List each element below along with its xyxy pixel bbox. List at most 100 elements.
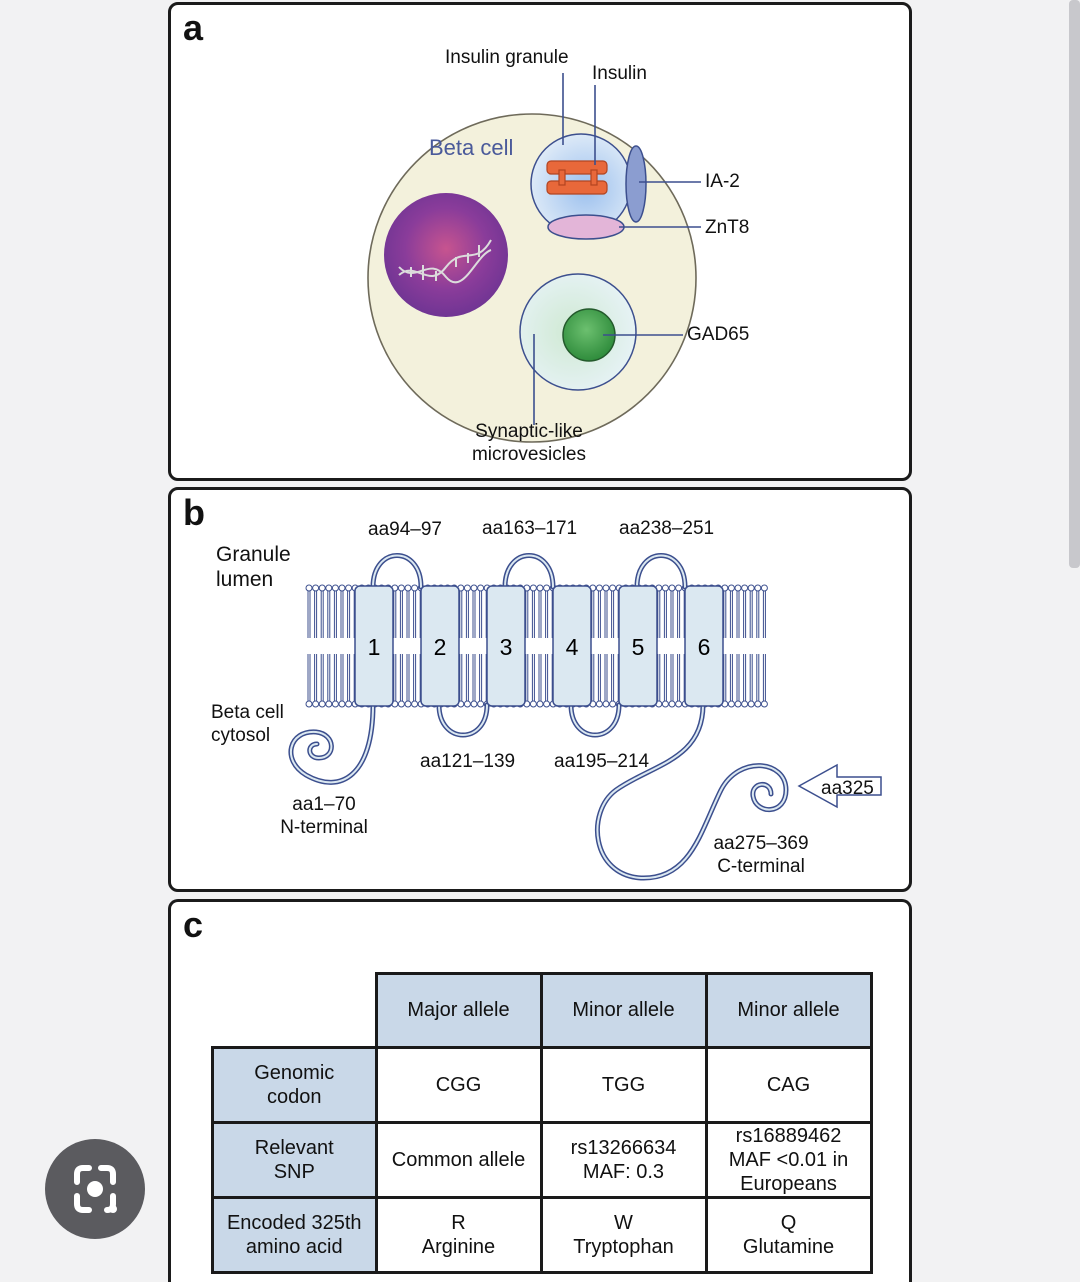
table-cell: Common allele	[374, 1120, 543, 1199]
table-cell-line: CGG	[435, 1073, 482, 1096]
helix-label-1: 1	[368, 634, 381, 660]
c-terminal-line2: C-terminal	[717, 855, 805, 877]
helix-3: 3	[486, 585, 526, 707]
helix-5: 5	[618, 585, 658, 707]
label-aa121-139: aa121–139	[420, 751, 516, 772]
loop-aa238-251	[634, 553, 688, 590]
table-cell-line: TGG	[601, 1073, 646, 1096]
table-cell: CGG	[374, 1045, 543, 1124]
helix-label-4: 4	[566, 634, 579, 660]
helix-2: 2	[420, 585, 460, 707]
table-cell-line: Common allele	[391, 1148, 526, 1171]
aa325-arrow	[797, 763, 882, 809]
table-cell-line: Tryptophan	[573, 1235, 674, 1258]
ia2-protein	[625, 145, 647, 223]
row-header-line: SNP	[273, 1160, 315, 1183]
row-header-line: codon	[267, 1085, 322, 1108]
granule-lumen-line2: lumen	[216, 568, 274, 592]
table-cell: CAG	[704, 1045, 873, 1124]
c-terminal-line1: aa275–369	[713, 833, 809, 854]
loop-aa195-214	[568, 702, 622, 738]
table-cell-line: Q	[780, 1211, 797, 1234]
beta-cytosol-label: Beta cell cytosol	[211, 702, 284, 748]
table-cell-line: MAF: 0.3	[582, 1160, 665, 1183]
panel-a-letter: a	[183, 7, 204, 48]
panel-c-letter: c	[183, 904, 204, 945]
beta-cytosol-line1: Beta cell	[211, 702, 284, 723]
label-aa238-251: aa238–251	[619, 518, 715, 539]
label-aa195-214: aa195–214	[554, 751, 650, 772]
table-cell-line: Arginine	[421, 1235, 496, 1258]
n-terminal-label: aa1–70 N-terminal	[268, 794, 380, 840]
c-terminal-label: aa275–369 C-terminal	[701, 833, 821, 879]
beta-cytosol-line2: cytosol	[211, 724, 271, 746]
lens-button[interactable]	[45, 1139, 145, 1239]
granule-lumen-line1: Granule	[216, 543, 291, 566]
beta-cell-diagram	[367, 73, 701, 443]
table-cell-line: Glutamine	[742, 1235, 835, 1258]
table-cell-line: Europeans	[740, 1172, 837, 1195]
beta-cell-label: Beta cell	[429, 135, 514, 160]
label-aa94-97: aa94–97	[368, 519, 442, 540]
table-cell-line: W	[614, 1211, 633, 1234]
nucleus	[384, 193, 508, 317]
gad65-label: GAD65	[687, 324, 750, 345]
table-cell-line: CAG	[766, 1073, 811, 1096]
znt8-protein	[547, 214, 625, 240]
insulin-granule-label: Insulin granule	[445, 47, 569, 68]
znt8-topology-diagram: 1 2 3 4 5 6	[288, 553, 882, 881]
synaptic-label-line1: Synaptic-like	[475, 421, 583, 442]
helix-1: 1	[354, 585, 394, 707]
helix-4: 4	[552, 585, 592, 707]
loop-aa121-139	[436, 702, 490, 738]
row-header-line: Genomic	[254, 1061, 335, 1084]
helix-label-2: 2	[434, 634, 447, 660]
n-terminal-line2: N-terminal	[280, 816, 368, 838]
insulin-molecule	[546, 160, 608, 195]
table-cell-line: rs13266634	[570, 1136, 677, 1159]
table-cell-line: rs16889462	[735, 1124, 842, 1147]
n-terminal-line1: aa1–70	[292, 794, 356, 815]
column-header: Minor allele	[539, 972, 708, 1049]
panel-a: a	[168, 2, 912, 481]
table-cell: TGG	[539, 1045, 708, 1124]
table-cell-line: MAF <0.01 in	[728, 1148, 849, 1171]
aa325-label: aa325	[821, 778, 874, 799]
synaptic-label-line2: microvesicles	[471, 443, 587, 465]
scrollbar-thumb[interactable]	[1069, 0, 1080, 568]
table-cell-line: R	[451, 1211, 466, 1234]
panel-b-letter: b	[183, 492, 205, 533]
row-header-line: Relevant	[254, 1136, 334, 1159]
table-corner	[213, 974, 377, 1048]
granule-lumen-label: Granule lumen	[216, 542, 291, 592]
ia2-label: IA-2	[705, 171, 740, 192]
label-aa163-171: aa163–171	[482, 518, 578, 539]
loop-aa163-171	[502, 553, 556, 590]
row-header-line: amino acid	[245, 1235, 343, 1258]
column-header: Minor allele	[704, 972, 873, 1049]
camera-lens-icon	[74, 1165, 117, 1213]
dna-icon	[398, 239, 492, 284]
row-header-line: Encoded 325th	[226, 1211, 362, 1234]
helix-label-5: 5	[632, 634, 645, 660]
loop-aa94-97	[370, 553, 424, 590]
znt8-label: ZnT8	[705, 217, 750, 238]
helix-label-6: 6	[698, 634, 711, 660]
synaptic-label: Synaptic-like microvesicles	[469, 421, 589, 467]
helix-label-3: 3	[500, 634, 513, 660]
